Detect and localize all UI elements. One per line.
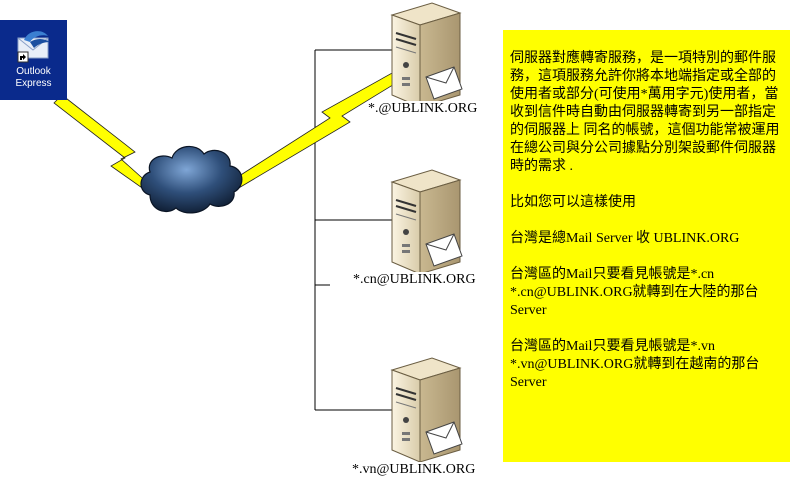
server-icon — [391, 357, 463, 463]
server-label-cn: *.cn@UBLINK.ORG — [353, 272, 476, 288]
outlook-express-shortcut[interactable]: Outlook Express — [0, 20, 67, 100]
note-paragraph: 比如您可以這樣使用 — [510, 195, 636, 210]
icon-label-line: Outlook — [16, 66, 51, 77]
server-icon — [391, 169, 463, 275]
note-paragraph: 台灣區的Mail只要看見帳號是*.vn *.vn@UBLINK.ORG就轉到在越… — [510, 339, 760, 390]
server-label-vn: *.vn@UBLINK.ORG — [352, 462, 476, 478]
outlook-express-label: Outlook Express — [0, 66, 67, 90]
internet-cloud-icon — [140, 145, 243, 214]
outlook-express-icon — [17, 31, 50, 63]
note-paragraph: 台灣是總Mail Server 收 UBLINK.ORG — [510, 231, 740, 246]
server-label-main: *.@UBLINK.ORG — [368, 101, 478, 117]
note-paragraph: 台灣區的Mail只要看見帳號是*.cn *.cn@UBLINK.ORG就轉到在大… — [510, 267, 759, 318]
note-paragraph: 伺服器對應轉寄服務，是一項特別的郵件服務，這項服務允許你將本地端指定或全部的使用… — [510, 51, 780, 174]
icon-label-line: Express — [15, 78, 52, 89]
connection-lines — [314, 49, 395, 411]
server-icon — [391, 2, 463, 108]
lightning-bolt-left — [53, 94, 151, 191]
description-note: 伺服器對應轉寄服務，是一項特別的郵件服務，這項服務允許你將本地端指定或全部的使用… — [503, 30, 790, 462]
